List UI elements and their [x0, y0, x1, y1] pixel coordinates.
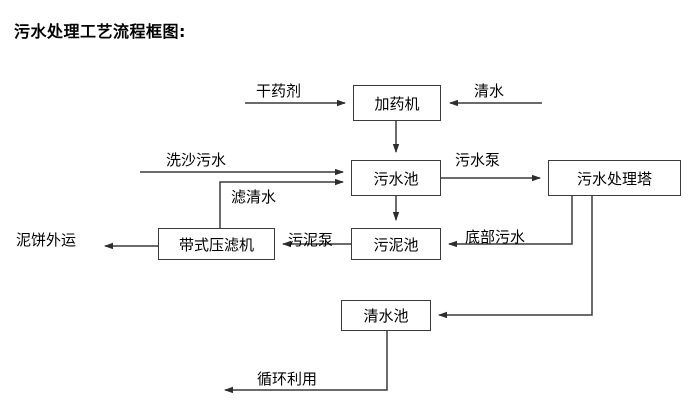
- page-title: 污水处理工艺流程框图:: [14, 22, 186, 41]
- edge-label-dry-reagent: 干药剂: [256, 82, 302, 100]
- edge-filtrate-to-sewage-pool: [219, 178, 344, 228]
- node-sewage-pool[interactable]: 污水池: [351, 160, 441, 196]
- edge-tower-to-clean-pool: [438, 196, 593, 319]
- edge-label-recycle-reuse: 循环利用: [257, 370, 318, 388]
- edge-tower-to-sludge-pool: [448, 196, 573, 248]
- edge-label-sludge-pump: 污泥泵: [288, 231, 334, 249]
- node-label: 带式压滤机: [178, 235, 254, 254]
- node-dosing-machine[interactable]: 加药机: [353, 85, 441, 121]
- node-sludge-pool[interactable]: 污泥池: [351, 228, 441, 260]
- node-label: 加药机: [374, 94, 420, 113]
- node-belt-filter-press[interactable]: 带式压滤机: [158, 228, 275, 260]
- node-treatment-tower[interactable]: 污水处理塔: [548, 160, 681, 196]
- edge-label-mud-cake-out: 泥饼外运: [16, 231, 77, 249]
- edge-label-sewage-pump: 污水泵: [455, 151, 501, 169]
- edge-label-filtrate-water: 滤清水: [231, 188, 277, 206]
- edge-label-clean-water: 清水: [474, 82, 505, 100]
- node-label: 清水池: [363, 307, 409, 325]
- edge-label-sand-wash-water: 洗沙污水: [166, 151, 227, 169]
- edge-clean-pool-to-recycle: [224, 331, 388, 394]
- node-label: 污泥池: [373, 235, 419, 254]
- edge-label-bottom-sewage: 底部污水: [465, 228, 526, 246]
- node-label: 污水处理塔: [576, 169, 652, 188]
- node-label: 污水池: [373, 169, 419, 188]
- node-clean-water-pool[interactable]: 清水池: [341, 300, 431, 331]
